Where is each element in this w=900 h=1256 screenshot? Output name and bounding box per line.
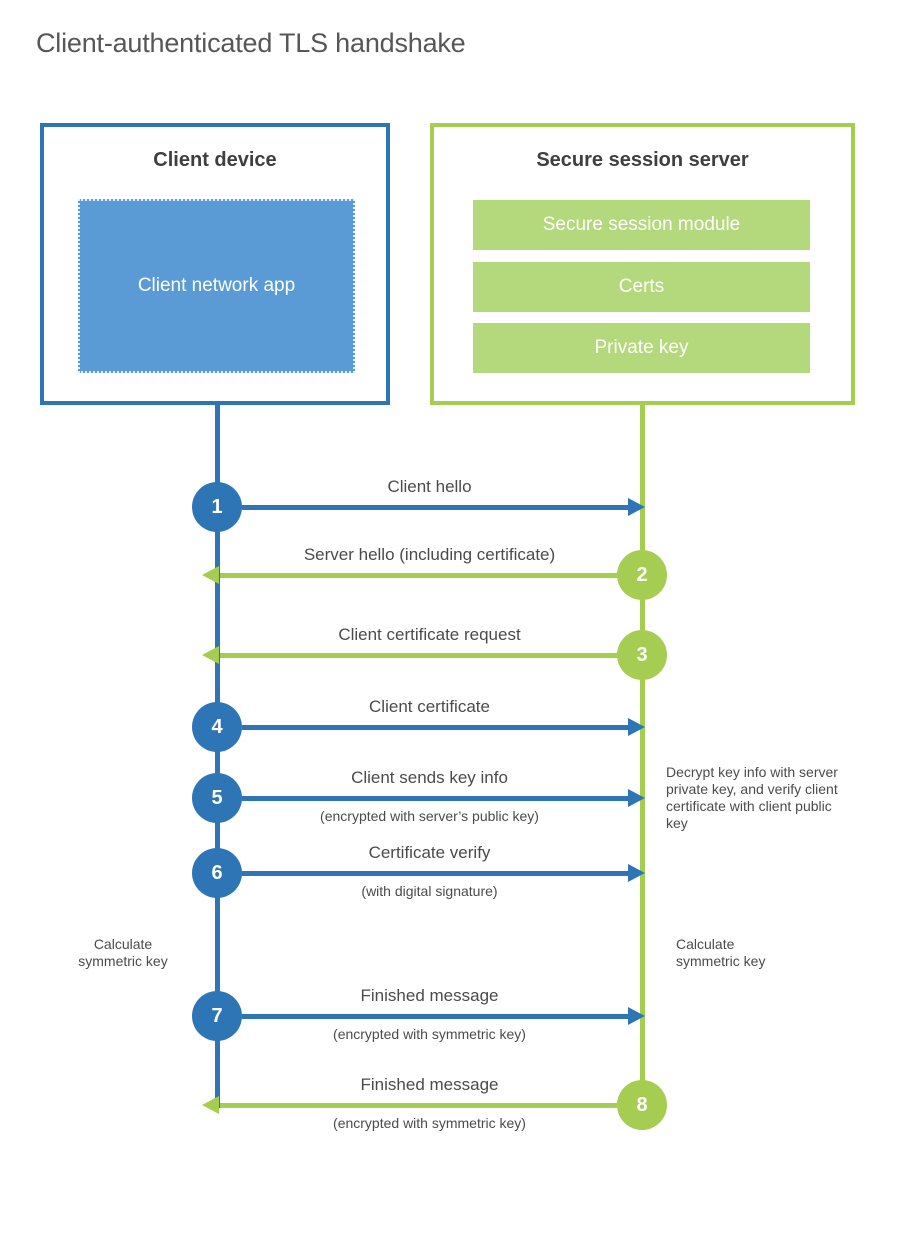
step-6-sublabel: (with digital signature) [361,883,498,899]
step-7-badge: 7 [192,991,242,1041]
step-6-badge: 6 [192,848,242,898]
server-module-private-key: Private key [473,323,810,373]
server-module-certs: Certs [473,262,810,312]
server-decrypt-note: Decrypt key info with server private key… [666,764,838,831]
step-1-arrow-line [242,505,628,510]
step-5-sublabel: (encrypted with server’s public key) [320,808,539,824]
step-2-arrow-line [220,573,617,578]
step-3-label: Client certificate request [338,625,521,644]
step-8-arrow-head [202,1096,219,1114]
step-6-arrow-line [242,871,628,876]
secure-session-server-box: Secure session server Secure session mod… [430,123,855,405]
step-7-label: Finished message [360,986,499,1005]
step-5-badge: 5 [192,773,242,823]
client-calculate-note: Calculate symmetric key [78,936,168,969]
step-7-arrow-head [628,1007,645,1025]
server-calculate-note: Calculate symmetric key [676,936,766,969]
step-1-badge: 1 [192,482,242,532]
step-5-arrow-head [628,789,645,807]
step-2-arrow-head [202,566,219,584]
step-4-badge: 4 [192,702,242,752]
step-6-arrow-head [628,864,645,882]
step-8-sublabel: (encrypted with symmetric key) [333,1115,526,1131]
step-8-arrow-line [220,1103,617,1108]
secure-session-server-title: Secure session server [536,149,749,171]
step-8-badge: 8 [617,1080,667,1130]
step-2-badge: 2 [617,550,667,600]
step-3-arrow-head [202,646,219,664]
client-network-app-box: Client network app [78,199,355,373]
step-7-arrow-line [242,1014,628,1019]
client-network-app-label: Client network app [137,275,296,296]
page-title: Client-authenticated TLS handshake [36,28,466,58]
server-lifeline [640,403,645,1130]
step-5-arrow-line [242,796,628,801]
client-device-title: Client device [153,149,277,171]
step-8-label: Finished message [360,1075,499,1094]
step-2-label: Server hello (including certificate) [303,545,556,564]
step-3-badge: 3 [617,630,667,680]
client-device-box: Client device Client network app [40,123,390,405]
step-7-sublabel: (encrypted with symmetric key) [333,1026,526,1042]
server-module-secure-session: Secure session module [473,200,810,250]
step-1-arrow-head [628,498,645,516]
step-5-label: Client sends key info [351,768,508,787]
step-1-label: Client hello [387,477,472,496]
step-4-label: Client certificate [369,697,490,716]
step-4-arrow-head [628,718,645,736]
step-6-label: Certificate verify [368,843,491,862]
step-4-arrow-line [242,725,628,730]
client-lifeline [215,403,220,1108]
step-3-arrow-line [220,653,617,658]
